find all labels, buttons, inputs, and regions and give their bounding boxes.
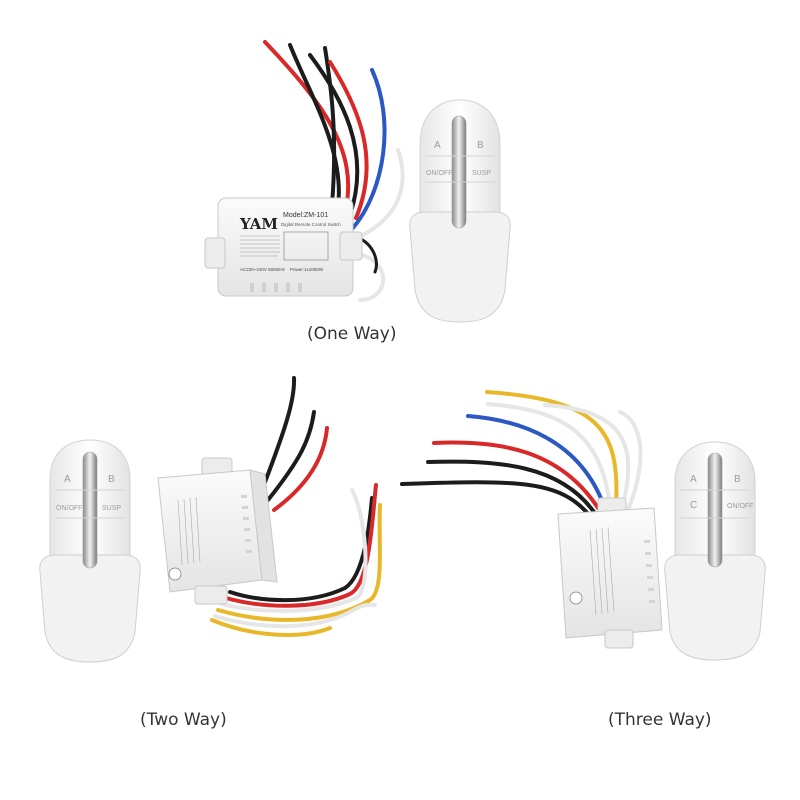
remote-label-onoff: ON/OFF xyxy=(727,503,753,510)
receiver-brand: YAM xyxy=(239,215,278,233)
receiver-voltage: AC220~240V 50/60Hz xyxy=(240,267,286,272)
remote-label-susp: SUSP xyxy=(472,170,491,177)
receiver-model: Model:ZM-101 xyxy=(283,212,328,219)
remote-label-a: A xyxy=(690,474,697,485)
receiver-description: Digital Remote Control Switch xyxy=(281,222,341,227)
one-way-receiver: YAM Model:ZM-101 Digital Remote Control … xyxy=(204,197,363,297)
remote-label-c: C xyxy=(690,500,697,511)
remote-label-a: A xyxy=(434,140,441,151)
caption-two-way: (Two Way) xyxy=(140,710,227,730)
three-way-wires xyxy=(400,390,643,518)
receiver-power: Power:1x1000W xyxy=(290,267,324,272)
remote-label-a: A xyxy=(64,474,71,485)
two-way-wires xyxy=(210,376,382,637)
remote-label-susp: SUSP xyxy=(102,505,121,512)
remote-label-onoff: ON/OFF xyxy=(426,170,452,177)
caption-three-way: (Three Way) xyxy=(608,710,712,730)
one-way-wires xyxy=(263,40,405,302)
caption-one-way: (One Way) xyxy=(307,324,397,344)
remote-label-b: B xyxy=(477,140,484,151)
one-way-remote: A B ON/OFF SUSP xyxy=(409,99,511,323)
two-way-remote: A B ON/OFF SUSP xyxy=(39,439,141,663)
two-way-receiver xyxy=(157,457,278,605)
remote-label-b: B xyxy=(108,474,115,485)
three-way-receiver xyxy=(557,497,663,649)
remote-label-b: B xyxy=(734,474,741,485)
remote-label-onoff: ON/OFF xyxy=(56,505,82,512)
three-way-remote: A B C ON/OFF xyxy=(664,441,766,661)
